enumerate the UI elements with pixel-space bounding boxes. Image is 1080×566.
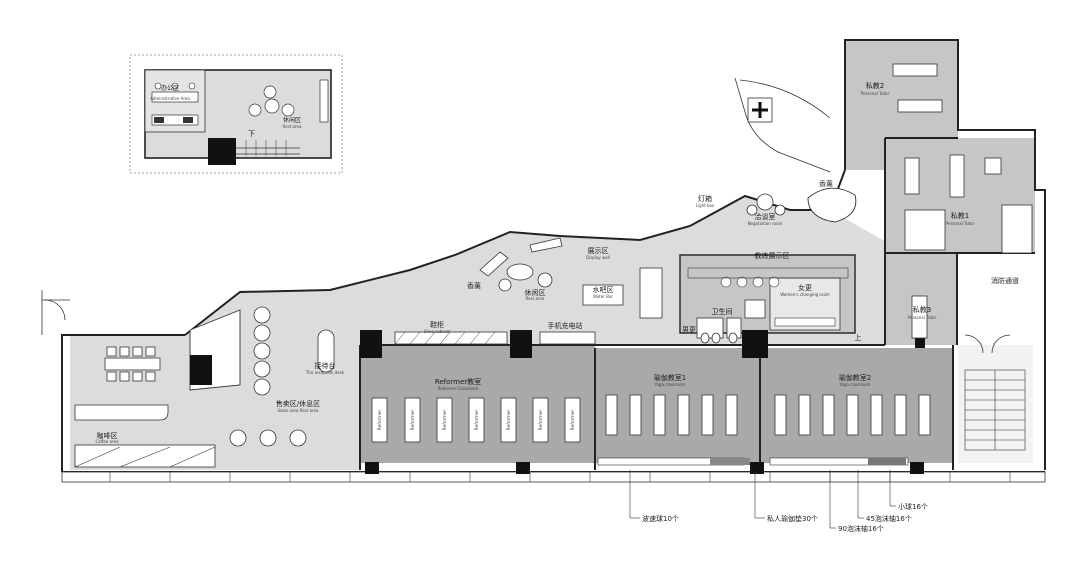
callout-small-ball: 小球16个 (898, 502, 928, 511)
label-sales-rest: 售卖区/休息区 (276, 399, 320, 408)
furniture (41, 63, 1033, 468)
svg-text:Water Bar: Water Bar (593, 294, 613, 299)
room-labels: 私教2 Personal Tutor 私教1 Personal Tutor 私教… (95, 81, 1019, 444)
label-reception: 接待台 (315, 361, 336, 370)
svg-text:Reformer: Reformer (570, 409, 576, 430)
label-phone-charge: 手机充电站 (548, 321, 583, 330)
inset-rest-sub: Rest area (283, 124, 302, 129)
label-shoe: 鞋柜 (430, 320, 444, 329)
inset-rest-label: 休闲区 (283, 116, 301, 124)
svg-text:Reformer: Reformer (538, 409, 544, 430)
label-consult: 洽谈室 (755, 212, 776, 221)
label-yoga2: 瑜伽教室2 (839, 373, 871, 382)
label-coach-display: 教练展示区 (755, 251, 790, 260)
inset-stair-label: 下 (248, 130, 255, 138)
svg-text:Negotiation room: Negotiation room (748, 221, 783, 226)
reformer-mats (371, 397, 581, 443)
callout-leaders (629, 470, 896, 529)
svg-text:Reformer: Reformer (442, 409, 448, 430)
inset-plan: 办公区 Administrative Area 休闲区 Rest area 下 (129, 54, 343, 174)
label-private2: 私教2 (866, 81, 884, 90)
svg-text:Reformer: Reformer (377, 409, 383, 430)
callout-foam45: 45泡沫轴16个 (866, 514, 912, 523)
svg-text:Reformer: Reformer (506, 409, 512, 430)
label-private1: 私教1 (951, 211, 969, 220)
label-yoga1: 瑜伽教室1 (654, 373, 686, 382)
callout-labels: 波速球10个 私人瑜伽垫30个 90泡沫轴16个 45泡沫轴16个 小球16个 (642, 502, 928, 533)
label-women-change: 女更 (798, 283, 812, 292)
inset-admin-label: 办公区 (161, 84, 179, 92)
label-aroma-left: 香薰 (467, 281, 481, 290)
svg-text:Display wall: Display wall (586, 255, 610, 260)
svg-text:Women's changing room: Women's changing room (780, 292, 830, 297)
svg-text:Reformer: Reformer (410, 409, 416, 430)
svg-text:Personal Tutor: Personal Tutor (908, 315, 937, 320)
svg-text:Yoga classroom: Yoga classroom (839, 382, 871, 387)
callout-foam90: 90泡沫轴16个 (838, 524, 884, 533)
label-rest-mid: 休闲区 (525, 288, 546, 297)
callout-wave-ball: 波速球10个 (642, 514, 679, 523)
yoga-mats (605, 394, 931, 436)
label-fire-exit: 消防通道 (991, 276, 1019, 285)
svg-text:Reformer Classroom: Reformer Classroom (438, 386, 479, 391)
label-private3: 私教3 (913, 305, 931, 314)
label-waterbar: 水吧区 (593, 285, 614, 294)
svg-text:Shoe cabinet: Shoe cabinet (424, 329, 451, 334)
reformer-mat-labels: Reformer Reformer Reformer Reformer Refo… (377, 409, 576, 430)
walls (61, 39, 1046, 483)
label-lightbox: 灯箱 (698, 194, 712, 203)
label-coffee: 咖啡区 (97, 431, 118, 440)
svg-text:Sales area Rest area: Sales area Rest area (277, 408, 319, 413)
label-aroma-top: 香薰 (819, 179, 833, 188)
svg-text:Personal Tutor: Personal Tutor (861, 91, 890, 96)
label-toilet: 卫生间 (712, 307, 733, 316)
svg-text:Rest area: Rest area (526, 296, 545, 301)
svg-text:Light box: Light box (696, 203, 715, 208)
svg-text:Yoga classroom: Yoga classroom (654, 382, 686, 387)
svg-text:Reformer: Reformer (474, 409, 480, 430)
svg-text:Personal Tutor: Personal Tutor (946, 221, 975, 226)
inset-admin-sub: Administrative Area (150, 96, 190, 101)
equipment-strip (597, 457, 909, 466)
label-men-change: 男更 (682, 326, 696, 334)
label-display: 展示区 (588, 247, 609, 255)
svg-text:The reception desk: The reception desk (305, 370, 345, 375)
callout-yoga-mat: 私人瑜伽垫30个 (767, 514, 818, 523)
label-reformer-room: Reformer教室 (435, 377, 481, 386)
svg-text:Coffee area: Coffee area (95, 439, 119, 444)
label-up: 上 (855, 333, 862, 342)
